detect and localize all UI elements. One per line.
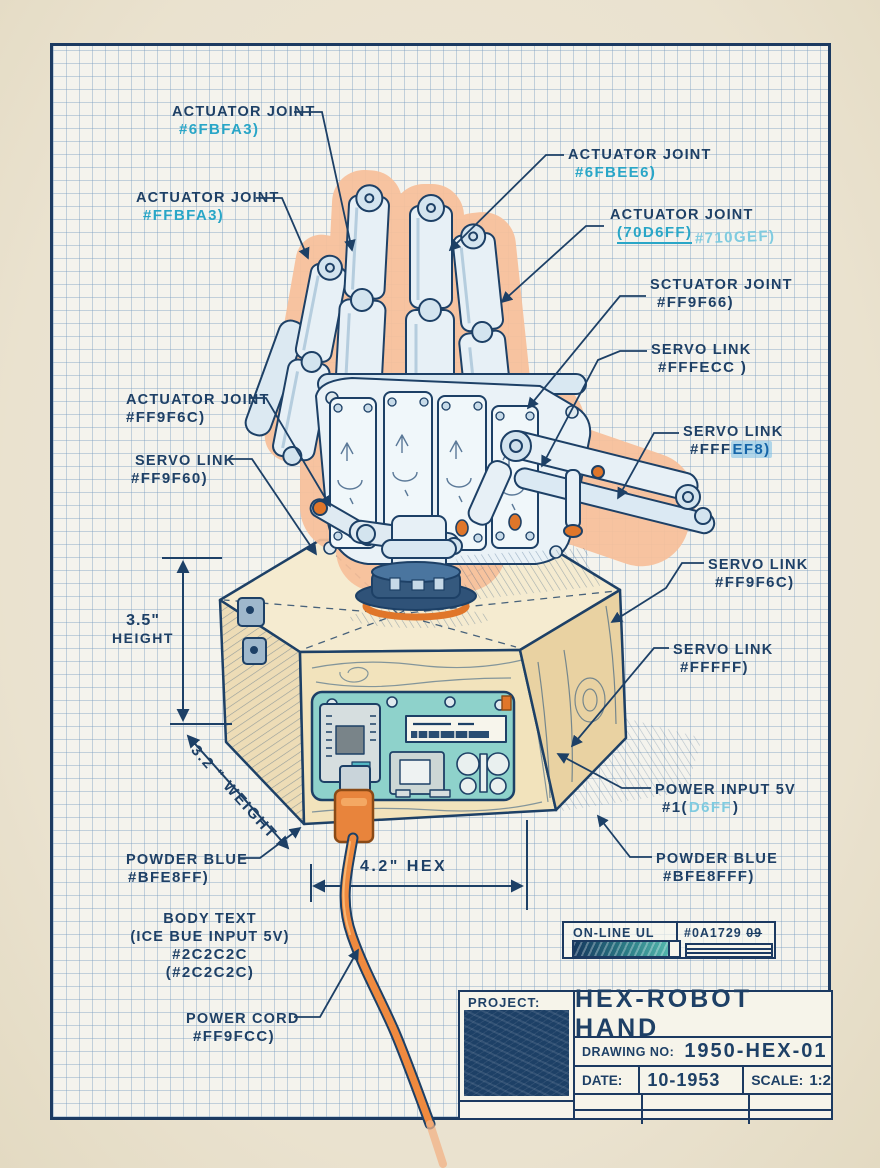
callout-hex-code: #FFFFF) [680, 659, 749, 676]
callout-hex-code: #1( [662, 799, 688, 816]
callout-hex-code-close: ) [733, 799, 740, 816]
callout-servo-link-5: SERVO LINK #FFFFF) [673, 641, 773, 677]
callout-hex-code-corrected: #710GEF) [695, 227, 777, 248]
callout-title: POWER CORD [186, 1011, 300, 1027]
callout-title: SERVO LINK [708, 557, 809, 573]
legend-code-value: #0A1729 [684, 926, 742, 940]
callout-actuator-joint-2: ACTUATOR JOINT #FFBFA3) [136, 189, 280, 225]
callout-servo-link-3: SERVO LINK #FF9F60) [131, 452, 236, 488]
callout-hex-code: #FF9F66) [657, 294, 735, 311]
callout-title: ACTUATOR JOINT [610, 207, 754, 223]
callout-actuator-joint-4: ACTUATOR JOINT (70D6FF)#710GEF) [610, 206, 776, 247]
divider [748, 1111, 750, 1124]
callout-hex-code: (70D6FF) [617, 224, 693, 244]
divider [641, 1095, 643, 1109]
callout-actuator-joint-1: ACTUATOR JOINT #6FBFA3) [172, 103, 316, 139]
callout-title: POWER INPUT 5V [655, 782, 796, 798]
callout-hex-code: #FFF [690, 441, 732, 458]
dimension-hex-width: 4.2" HEX [360, 858, 448, 875]
callout-servo-link-1: SERVO LINK #FFFECC ) [651, 341, 751, 377]
callout-sctuator-joint: SCTUATOR JOINT #FF9F66) [650, 276, 793, 312]
callout-title: SERVO LINK [651, 342, 752, 358]
callout-line: (ICE BUE INPUT 5V) [130, 929, 290, 945]
callout-servo-link-2: SERVO LINK #FFFEF8) [683, 423, 783, 459]
legend-striped-bar [685, 943, 773, 958]
drawing-no-row: DRAWING NO: 1950-HEX-01 [575, 1038, 831, 1067]
callout-hex-code: #BFE8FFF) [663, 868, 755, 885]
callout-title: ACTUATOR JOINT [126, 392, 270, 408]
callout-body-text: BODY TEXT (ICE BUE INPUT 5V) #2C2C2C (#2… [120, 910, 300, 982]
legend-label: ON-LINE UL [573, 926, 655, 940]
project-thumbnail [464, 1010, 569, 1096]
callout-servo-link-4: SERVO LINK #FF9F6C) [708, 556, 808, 592]
callout-power-input: POWER INPUT 5V #1(D6FF) [655, 781, 796, 817]
legend-bar-cap [668, 940, 681, 958]
callout-title: POWDER BLUE [126, 852, 248, 868]
scale-label: SCALE: [751, 1072, 804, 1088]
divider [748, 1095, 750, 1109]
callout-hex-code: #6FBEE6) [575, 164, 657, 181]
dimension-height-label: HEIGHT [112, 630, 174, 646]
callout-hex-code-overwritten: EF8) [731, 441, 772, 458]
callout-hex-code: #BFE8FF) [128, 869, 210, 886]
empty-row-2 [575, 1111, 831, 1124]
title-block: PROJECT: HEX-ROBOT HAND DRAWING NO: 1950… [458, 985, 833, 1124]
date-value: 10-1953 [640, 1067, 745, 1093]
callout-hex-code: #FFBFA3) [143, 207, 225, 224]
project-cell-bottom-strip [460, 1100, 573, 1118]
drawing-no-value: 1950-HEX-01 [684, 1040, 828, 1062]
callout-hex-code: #6FBFA3) [179, 121, 260, 138]
callout-powder-blue-right: POWDER BLUE #BFE8FFF) [656, 850, 778, 886]
callout-hex-code: #FF9F6C) [715, 574, 795, 591]
dimension-height: 3.5" HEIGHT [100, 612, 186, 646]
divider [641, 1111, 643, 1124]
callout-title: BODY TEXT [163, 911, 257, 927]
drawing-no-label: DRAWING NO: [582, 1044, 675, 1059]
date-scale-row: DATE: 10-1953 SCALE: 1:2 [575, 1067, 831, 1095]
callout-hex-code-inner: D6FF [688, 799, 732, 816]
title-block-right: HEX-ROBOT HAND DRAWING NO: 1950-HEX-01 D… [575, 985, 831, 1124]
callout-actuator-joint-5: ACTUATOR JOINT #FF9F6C) [126, 391, 270, 427]
dimension-height-value: 3.5" [126, 612, 160, 629]
callout-title: SCTUATOR JOINT [650, 277, 793, 293]
callout-power-cord: POWER CORD #FF9FCC) [186, 1010, 300, 1046]
title-block-project-cell: PROJECT: [460, 992, 575, 1118]
date-label: DATE: [575, 1067, 641, 1093]
callout-title: SERVO LINK [135, 453, 236, 469]
legend-code: #0A1729 09 [684, 926, 762, 940]
callout-powder-blue-left: POWDER BLUE #BFE8FF) [126, 851, 248, 887]
project-label: PROJECT: [468, 995, 541, 1010]
empty-row-1 [575, 1095, 831, 1111]
callout-title: SERVO LINK [673, 642, 774, 658]
callout-hex-code-2: (#2C2C2C) [165, 964, 255, 981]
scale-cell: SCALE: 1:2 [744, 1067, 831, 1093]
status-legend: ON-LINE UL #0A1729 09 [562, 921, 776, 959]
title-row: HEX-ROBOT HAND [575, 985, 831, 1042]
scale-value: 1:2 [809, 1071, 831, 1089]
callout-title: SERVO LINK [683, 424, 784, 440]
callout-hex-code: #2C2C2C [172, 946, 248, 963]
callout-hex-code: #FF9FCC) [193, 1028, 276, 1045]
callout-title: ACTUATOR JOINT [136, 190, 280, 206]
callout-title: ACTUATOR JOINT [568, 147, 712, 163]
callout-title: ACTUATOR JOINT [172, 104, 316, 120]
callout-hex-code: #FFFECC ) [658, 359, 748, 376]
callout-title: POWDER BLUE [656, 851, 778, 867]
legend-code-suffix: 09 [746, 926, 763, 940]
callout-hex-code: #FF9F60) [131, 470, 209, 487]
project-title: HEX-ROBOT HAND [575, 985, 752, 1042]
callout-actuator-joint-3: ACTUATOR JOINT #6FBEE6) [568, 146, 712, 182]
callout-hex-code: #FF9F6C) [126, 409, 206, 426]
legend-gradient-bar [572, 940, 672, 958]
